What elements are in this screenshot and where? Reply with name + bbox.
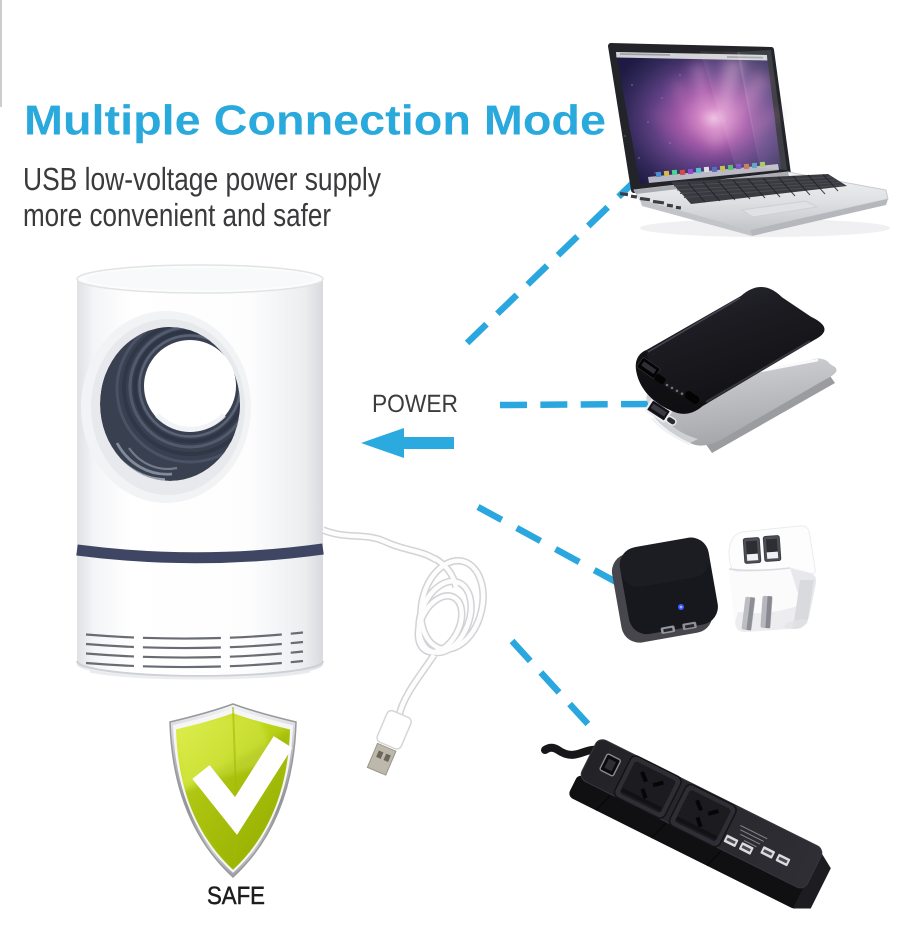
svg-text:POWER: POWER [372,390,458,418]
svg-text:Multiple Connection Mode: Multiple Connection Mode [24,97,606,144]
svg-text:more convenient and safer: more convenient and safer [23,197,331,233]
svg-text:USB low-voltage power supply: USB low-voltage power supply [23,161,381,197]
svg-text:SAFE: SAFE [207,882,265,910]
